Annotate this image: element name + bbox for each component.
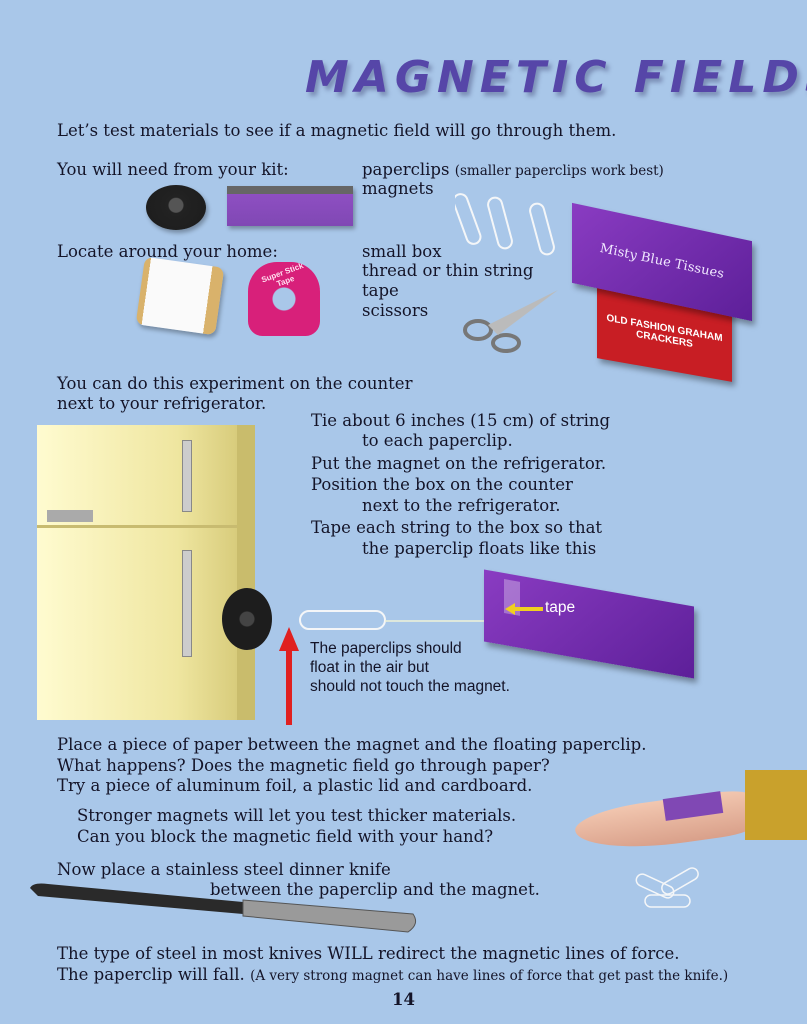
conclusion-text: The paperclip will fall. [57,965,245,984]
paper-test-text: Place a piece of paper between the magne… [57,735,647,754]
step-1: Tie about 6 inches (15 cm) of string [311,411,611,430]
item-note: (smaller paperclips work best) [454,163,664,179]
kit-label: You will need from your kit: [57,160,289,179]
step-3-cont: next to the refrigerator. [362,496,561,515]
setup-text: next to your refrigerator. [57,394,267,413]
step-4-cont: the paperclip floats like this [362,539,597,558]
thread-spool-image [135,256,225,336]
tape-dispenser-image: Super Stick Tape [248,261,320,336]
ring-magnet-image [146,185,206,230]
page-title: MAGNETIC FIELDS [305,52,807,103]
paper-test-text: What happens? Does the magnetic field go… [57,756,550,775]
home-label: Locate around your home: [57,242,278,261]
paperclips-image [455,193,555,256]
up-arrow-icon [279,627,299,725]
setup-text: You can do this experiment on the counte… [57,374,413,393]
bar-magnet-image [227,186,353,226]
page-number: 14 [392,990,415,1009]
scissors-image [463,290,558,353]
knife-text: Now place a stainless steel dinner knife [57,860,391,879]
conclusion-note: (A very strong magnet can have lines of … [250,968,729,984]
stronger-text: Stronger magnets will let you test thick… [77,806,517,825]
knife-text: between the paperclip and the magnet. [210,880,540,899]
step-1-cont: to each paperclip. [362,431,513,450]
kit-item-magnets: magnets [362,179,434,198]
step-4: Tape each string to the box so that [311,518,603,537]
fallen-paperclips-image [635,867,699,908]
tape-arrow-icon [505,603,543,615]
item-name: paperclips [362,160,450,179]
home-item: scissors [362,301,429,320]
fridge-magnet-image [222,588,272,650]
tissue-box-diagram-image [484,569,694,679]
intro-text: Let’s test materials to see if a magneti… [57,121,617,140]
paper-test-text: Try a piece of aluminum foil, a plastic … [57,776,533,795]
knife-image [30,883,417,933]
stronger-text: Can you block the magnetic field with yo… [77,827,494,846]
tape-label: tape [545,599,576,616]
step-2: Put the magnet on the refrigerator. [311,454,607,473]
cracker-brand: OLD FASHION GRAHAM CRACKERS [606,312,723,350]
refrigerator-image [37,425,255,720]
diagram-caption: should not touch the magnet. [310,678,510,695]
sleeve-image [745,770,807,840]
tissue-brand: Misty Blue Tissues [600,240,724,283]
diagram-caption: float in the air but [310,659,429,676]
diagram-caption: The paperclips should [310,640,462,657]
home-item: small box [362,242,442,261]
tape-brand: Super Stick Tape [260,261,305,289]
conclusion-line-1: The type of steel in most knives WILL re… [57,944,680,963]
step-3: Position the box on the counter [311,475,573,494]
home-item: tape [362,281,399,300]
conclusion-line-2: The paperclip will fall. (A very strong … [57,965,728,986]
kit-item-paperclips: paperclips (smaller paperclips work best… [362,160,664,181]
home-item: thread or thin string [362,261,534,280]
